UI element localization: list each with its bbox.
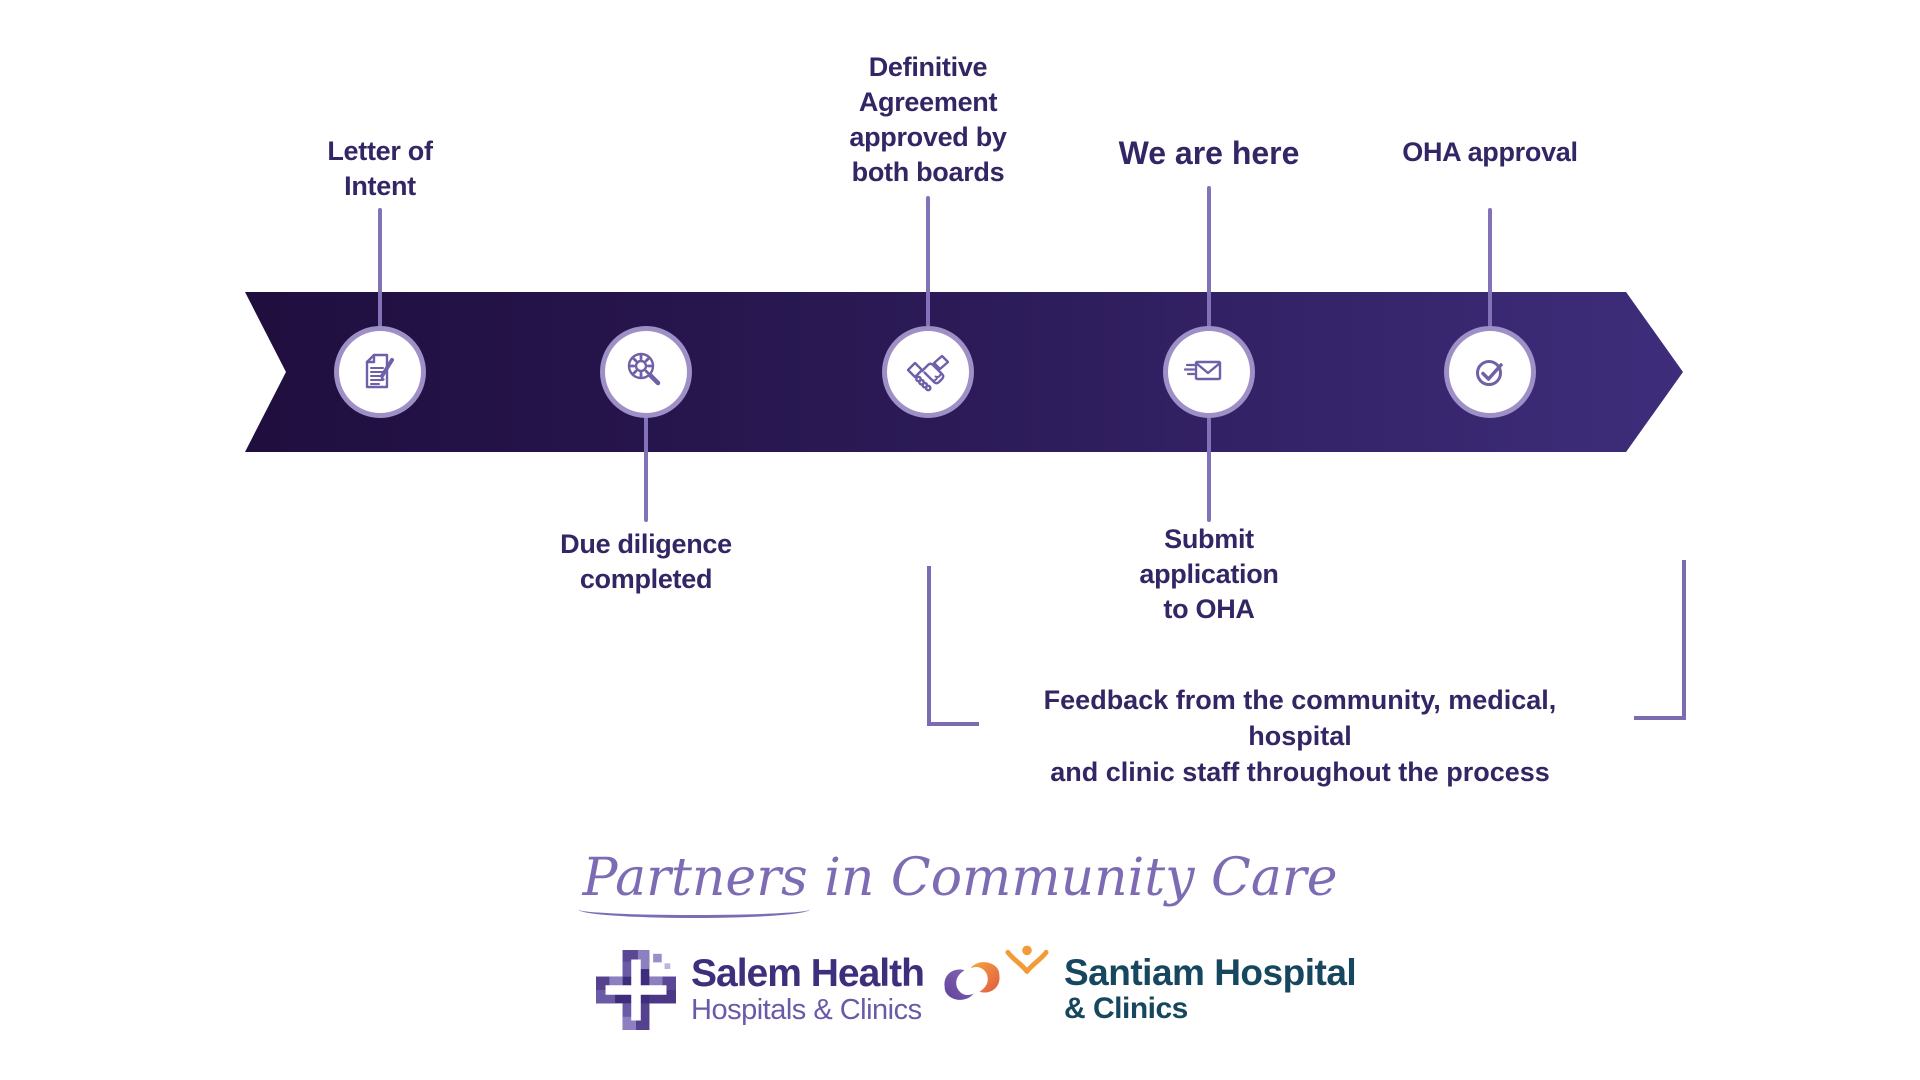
step-label-oha-approval: OHA approval	[1402, 137, 1578, 167]
salem-health-cross-icon	[596, 950, 676, 1030]
connector-step-5	[1488, 208, 1492, 332]
connector-step-1	[378, 208, 382, 332]
santiam-hospital-name: Santiam Hospital	[1064, 952, 1357, 993]
connector-step-2	[644, 412, 648, 522]
step-label-submit-application: Submit application to OHA	[1139, 524, 1279, 624]
salem-health-subtitle: Hospitals & Clinics	[691, 994, 922, 1026]
we-are-here-label: We are here	[1118, 135, 1300, 171]
salem-health-name: Salem Health	[691, 952, 925, 995]
santiam-hospital-text: Santiam Hospital & Clinics	[1064, 942, 1357, 1026]
santiam-figure-icon	[1005, 945, 1049, 1008]
envelope-icon	[1183, 360, 1222, 381]
check-circle-icon	[1476, 360, 1503, 386]
santiam-hospital-subtitle: & Clinics	[1064, 992, 1188, 1025]
step-node-letter-of-intent	[334, 326, 426, 418]
step-label-letter-of-intent: Letter of Intent	[327, 136, 433, 201]
salem-health-text: Salem Health Hospitals & Clinics	[691, 950, 925, 1027]
step-node-submit-application	[1163, 326, 1255, 418]
step-node-due-diligence	[600, 326, 692, 418]
tagline-lead: Partners	[578, 848, 810, 918]
tagline-rest: in Community Care	[807, 848, 1338, 908]
connector-step-4-down	[1207, 412, 1211, 522]
step-label-due-diligence: Due diligence completed	[560, 529, 732, 594]
step-node-oha-approval	[1444, 326, 1536, 418]
feedback-bracket-right	[1634, 560, 1686, 720]
connector-step-4-up	[1207, 186, 1211, 332]
step-node-definitive-agreement	[882, 326, 974, 418]
feedback-bracket-left	[927, 566, 979, 726]
step-label-definitive-agreement: Definitive Agreement approved by both bo…	[849, 52, 1007, 187]
connector-step-3	[926, 196, 930, 332]
magnifier-gear-icon	[627, 352, 661, 386]
document-pencil-icon	[365, 353, 394, 389]
feedback-annotation: Feedback from the community, medical, ho…	[1043, 685, 1557, 787]
tagline: Partners in Community Care	[578, 848, 1338, 918]
salem-health-logo: Salem Health Hospitals & Clinics	[596, 950, 925, 1030]
partnership-swirl-icon	[944, 962, 1000, 1000]
santiam-hospital-logo: Santiam Hospital & Clinics	[1004, 942, 1357, 1026]
handshake-icon	[906, 354, 950, 392]
